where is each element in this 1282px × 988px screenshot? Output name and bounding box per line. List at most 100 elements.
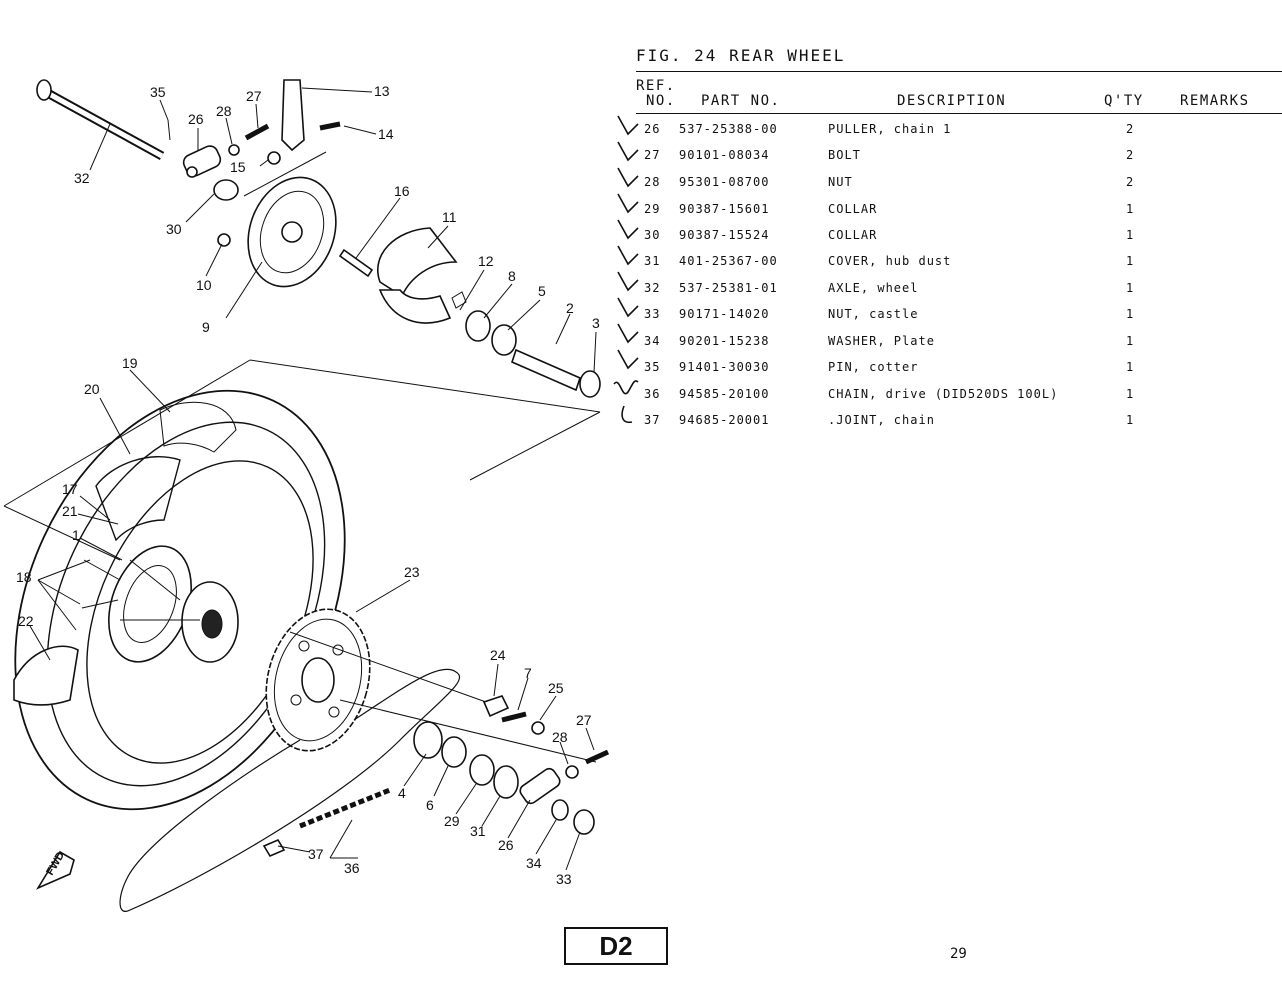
qty: 1 bbox=[1126, 413, 1135, 427]
table-row: 35 91401-30030 PIN, cotter 1 bbox=[636, 360, 1276, 380]
callout-34: 34 bbox=[526, 855, 542, 871]
callout-10: 10 bbox=[196, 277, 212, 293]
ref-no: 30 bbox=[644, 228, 661, 242]
description: .JOINT, chain bbox=[828, 413, 935, 427]
section-label: D2 bbox=[564, 927, 668, 965]
handwritten-check-marks bbox=[613, 115, 639, 424]
part-no: 95301-08700 bbox=[679, 175, 770, 189]
table-row: 28 95301-08700 NUT 2 bbox=[636, 175, 1276, 195]
callout-2: 2 bbox=[566, 300, 574, 316]
part-no: 90171-14020 bbox=[679, 307, 770, 321]
callout-15: 15 bbox=[230, 159, 246, 175]
callout-28b: 28 bbox=[552, 729, 568, 745]
qty: 2 bbox=[1126, 175, 1135, 189]
header-divider bbox=[636, 113, 1282, 114]
callout-18: 18 bbox=[16, 569, 32, 585]
qty: 1 bbox=[1126, 228, 1135, 242]
ref-no: 27 bbox=[644, 148, 661, 162]
header-description: DESCRIPTION bbox=[897, 93, 1007, 109]
ref-no: 29 bbox=[644, 202, 661, 216]
callout-11: 11 bbox=[442, 209, 457, 225]
callout-5: 5 bbox=[538, 283, 546, 299]
callout-16: 16 bbox=[394, 183, 410, 199]
table-row: 34 90201-15238 WASHER, Plate 1 bbox=[636, 334, 1276, 354]
ref-no: 32 bbox=[644, 281, 661, 295]
header-ref-line2: NO. bbox=[646, 93, 676, 109]
callout-17: 17 bbox=[62, 481, 78, 497]
callout-numbers: 35 26 28 27 13 14 32 15 16 30 11 10 12 8… bbox=[16, 83, 600, 887]
callout-19: 19 bbox=[122, 355, 138, 371]
title-divider bbox=[636, 71, 1282, 72]
callout-26b: 26 bbox=[498, 837, 514, 853]
header-ref-line1: REF. bbox=[636, 78, 676, 94]
description: NUT bbox=[828, 175, 853, 189]
callout-25: 25 bbox=[548, 680, 564, 696]
part-no: 90201-15238 bbox=[679, 334, 770, 348]
header-qty: Q'TY bbox=[1104, 93, 1144, 109]
callout-32: 32 bbox=[74, 170, 90, 186]
part-no: 90387-15601 bbox=[679, 202, 770, 216]
description: COVER, hub dust bbox=[828, 254, 952, 268]
table-row: 30 90387-15524 COLLAR 1 bbox=[636, 228, 1276, 248]
leader-lines bbox=[29, 87, 597, 871]
ref-no: 28 bbox=[644, 175, 661, 189]
drive-chain bbox=[119, 668, 461, 912]
part-no: 401-25367-00 bbox=[679, 254, 778, 268]
table-row: 33 90171-14020 NUT, castle 1 bbox=[636, 307, 1276, 327]
callout-13: 13 bbox=[374, 83, 390, 99]
ref-no: 31 bbox=[644, 254, 661, 268]
callout-24: 24 bbox=[490, 647, 506, 663]
callout-21: 21 bbox=[62, 503, 78, 519]
axle-group bbox=[36, 79, 601, 398]
description: NUT, castle bbox=[828, 307, 919, 321]
part-no: 90387-15524 bbox=[679, 228, 770, 242]
check-mark-icon bbox=[613, 115, 639, 424]
callout-4: 4 bbox=[398, 785, 406, 801]
ref-no: 26 bbox=[644, 122, 661, 136]
qty: 2 bbox=[1126, 148, 1135, 162]
description: PULLER, chain 1 bbox=[828, 122, 952, 136]
page-number: 29 bbox=[950, 946, 967, 962]
table-row: 26 537-25388-00 PULLER, chain 1 2 bbox=[636, 122, 1276, 142]
table-row: 31 401-25367-00 COVER, hub dust 1 bbox=[636, 254, 1276, 274]
part-no: 94585-20100 bbox=[679, 387, 770, 401]
callout-7: 7 bbox=[524, 665, 532, 681]
callout-31: 31 bbox=[470, 823, 486, 839]
description: WASHER, Plate bbox=[828, 334, 935, 348]
callout-35: 35 bbox=[150, 84, 166, 100]
part-no: 91401-30030 bbox=[679, 360, 770, 374]
description: COLLAR bbox=[828, 228, 878, 242]
callout-1: 1 bbox=[72, 527, 80, 543]
callout-27b: 27 bbox=[576, 712, 592, 728]
description: CHAIN, drive (DID520DS 100L) bbox=[828, 387, 1059, 401]
ref-no: 37 bbox=[644, 413, 661, 427]
header-part-no: PART NO. bbox=[701, 93, 781, 109]
ref-no: 36 bbox=[644, 387, 661, 401]
qty: 2 bbox=[1126, 122, 1135, 136]
callout-6: 6 bbox=[426, 797, 434, 813]
qty: 1 bbox=[1126, 387, 1135, 401]
figure-title: FIG. 24 REAR WHEEL bbox=[636, 46, 846, 65]
part-no: 537-25381-01 bbox=[679, 281, 778, 295]
qty: 1 bbox=[1126, 254, 1135, 268]
ref-no: 34 bbox=[644, 334, 661, 348]
callout-29: 29 bbox=[444, 813, 460, 829]
header-remarks: REMARKS bbox=[1180, 93, 1250, 109]
table-row: 32 537-25381-01 AXLE, wheel 1 bbox=[636, 281, 1276, 301]
callout-36: 36 bbox=[344, 860, 360, 876]
qty: 1 bbox=[1126, 360, 1135, 374]
callout-3: 3 bbox=[592, 315, 600, 331]
part-no: 94685-20001 bbox=[679, 413, 770, 427]
callout-26: 26 bbox=[188, 111, 204, 127]
table-row: 29 90387-15601 COLLAR 1 bbox=[636, 202, 1276, 222]
assembly-frame-lines bbox=[3, 359, 601, 561]
callout-37: 37 bbox=[308, 846, 324, 862]
callout-20: 20 bbox=[84, 381, 100, 397]
ref-no: 35 bbox=[644, 360, 661, 374]
qty: 1 bbox=[1126, 334, 1135, 348]
callout-8: 8 bbox=[508, 268, 516, 284]
table-row: 36 94585-20100 CHAIN, drive (DID520DS 10… bbox=[636, 387, 1276, 407]
qty: 1 bbox=[1126, 307, 1135, 321]
ref-no: 33 bbox=[644, 307, 661, 321]
part-no: 537-25388-00 bbox=[679, 122, 778, 136]
